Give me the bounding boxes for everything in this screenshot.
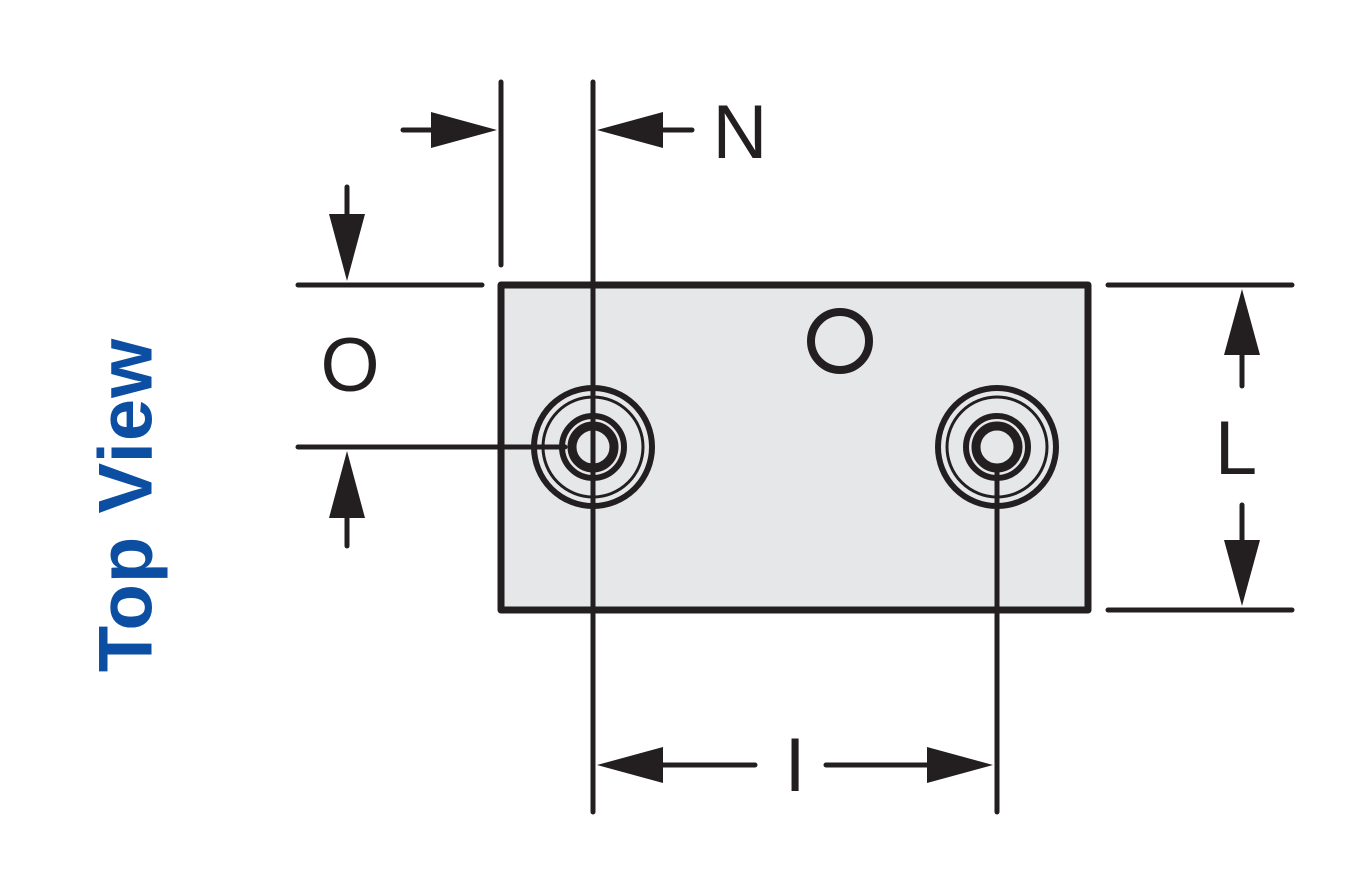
dimension-label-l: L (1215, 406, 1257, 491)
dimension-o: O (295, 184, 568, 549)
dimension-label-i: I (784, 723, 805, 808)
dimension-i: I (597, 465, 1000, 815)
dimension-label-n: N (713, 90, 768, 175)
dimension-n: N (400, 79, 768, 815)
dimension-label-o: O (320, 323, 379, 408)
block-body (497, 281, 1092, 614)
dimension-l: L (1105, 282, 1295, 613)
small-hole (807, 308, 873, 374)
